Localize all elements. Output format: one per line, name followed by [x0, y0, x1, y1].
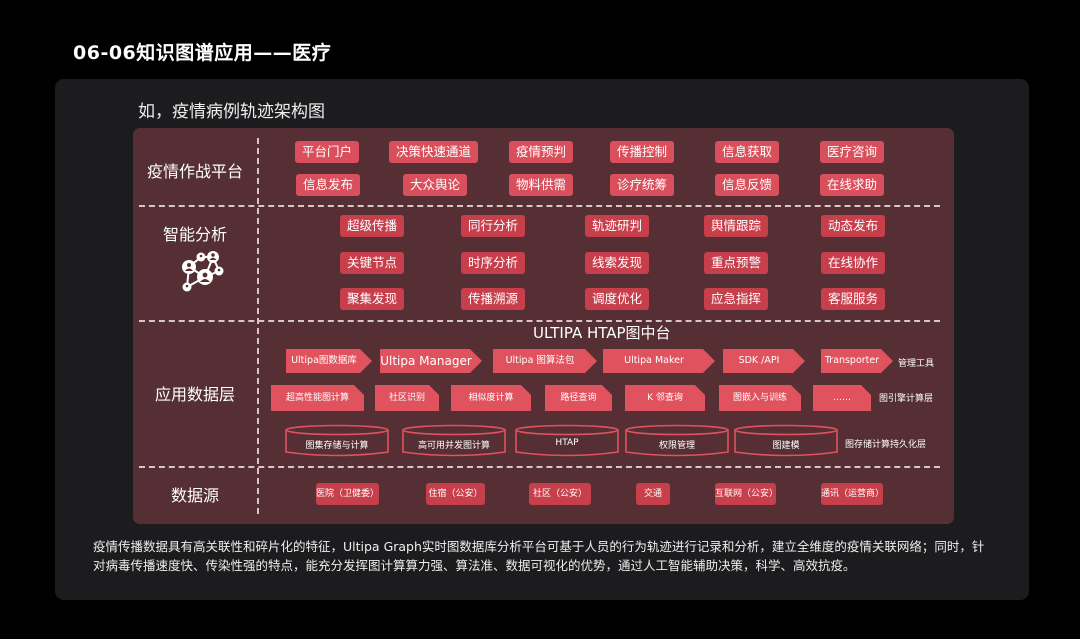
platform-tag: 信息反馈	[715, 174, 780, 196]
description-text: 疫情传播数据具有高关联性和碎片化的特征，Ultipa Graph实时图数据库分析…	[93, 539, 985, 573]
storage-cylinder: 权限管理	[625, 424, 729, 457]
htap-title: ULTIPA HTAP图中台	[533, 324, 671, 342]
diagram-subtitle: 如，疫情病例轨迹架构图	[138, 102, 325, 122]
source-tag: 交通	[636, 483, 670, 505]
divider-appdata-source	[139, 466, 940, 468]
tool-arrow: Ultipa Maker	[603, 349, 715, 373]
analysis-tag: 调度优化	[585, 288, 650, 310]
engine-note: 图引擎计算层	[879, 394, 934, 404]
analysis-tag: 时序分析	[461, 252, 526, 274]
platform-tag: 疫情预判	[509, 141, 574, 163]
engine-block: 社区识别	[375, 385, 439, 411]
network-people-icon	[182, 251, 224, 292]
platform-tag: 医疗咨询	[820, 141, 885, 163]
analysis-tag: 轨迹研判	[585, 215, 650, 237]
engine-block: 路径查询	[545, 385, 612, 411]
platform-tag: 平台门户	[295, 141, 360, 163]
source-tag: 通讯（运营商）	[821, 483, 884, 505]
analysis-tag: 在线协作	[821, 252, 886, 274]
source-tag: 住宿（公安）	[426, 483, 485, 505]
tool-arrow: Ultipa Manager	[380, 349, 482, 373]
divider-analysis-appdata	[139, 320, 940, 322]
storage-cylinder: HTAP	[515, 424, 619, 457]
analysis-tag: 关键节点	[340, 252, 405, 274]
platform-tag: 物料供需	[509, 174, 574, 196]
platform-tag: 大众舆论	[403, 174, 468, 196]
platform-tag: 诊疗统筹	[610, 174, 675, 196]
engine-block: 图嵌入与训练	[719, 385, 801, 411]
source-tag: 互联网（公安）	[715, 483, 778, 505]
tool-arrow: Transporter	[821, 349, 893, 373]
analysis-tag: 舆情跟踪	[704, 215, 769, 237]
engine-block: 相似度计算	[451, 385, 531, 411]
layer-label-analysis: 智能分析	[162, 225, 227, 244]
tool-arrow: Ultipa 图算法包	[493, 349, 597, 373]
layer-label-source: 数据源	[170, 486, 219, 505]
platform-tag: 在线求助	[820, 174, 885, 196]
page-title: 06-06知识图谱应用——医疗	[73, 42, 332, 64]
engine-block: K 邻查询	[625, 385, 705, 411]
vertical-divider	[257, 138, 259, 514]
layer-label-appdata: 应用数据层	[154, 385, 235, 404]
analysis-tag: 聚集发现	[340, 288, 405, 310]
analysis-tag: 客服服务	[821, 288, 886, 310]
storage-cylinder: 图建模	[734, 424, 838, 457]
analysis-tag: 动态发布	[821, 215, 886, 237]
analysis-tag: 同行分析	[461, 215, 526, 237]
platform-tag: 决策快速通道	[389, 141, 479, 163]
tool-arrow: SDK /API	[723, 349, 805, 373]
analysis-tag: 传播溯源	[461, 288, 526, 310]
source-tag: 社区（公安）	[529, 483, 591, 505]
layer-label-platform: 疫情作战平台	[146, 162, 243, 181]
analysis-tag: 线索发现	[585, 252, 650, 274]
analysis-tag: 重点预警	[704, 252, 769, 274]
engine-block: ……	[813, 385, 871, 411]
storage-note: 图存储计算持久化层	[845, 440, 927, 450]
engine-block: 超高性能图计算	[271, 385, 364, 411]
storage-cylinder: 图集存储与计算	[285, 424, 389, 457]
divider-platform-analysis	[139, 205, 940, 207]
source-tag: 医院（卫健委）	[316, 483, 379, 505]
analysis-tag: 应急指挥	[704, 288, 769, 310]
storage-cylinder: 高可用并发图计算	[402, 424, 506, 457]
platform-tag: 信息获取	[715, 141, 780, 163]
tool-arrow: Ultipa图数据库	[286, 349, 372, 373]
platform-tag: 传播控制	[610, 141, 675, 163]
analysis-tag: 超级传播	[340, 215, 405, 237]
tools-note: 管理工具	[898, 359, 935, 369]
architecture-panel: 疫情作战平台 平台门户 决策快速通道 疫情预判 传播控制 信息获取 医疗咨询 信…	[133, 128, 954, 524]
platform-tag: 信息发布	[296, 174, 361, 196]
